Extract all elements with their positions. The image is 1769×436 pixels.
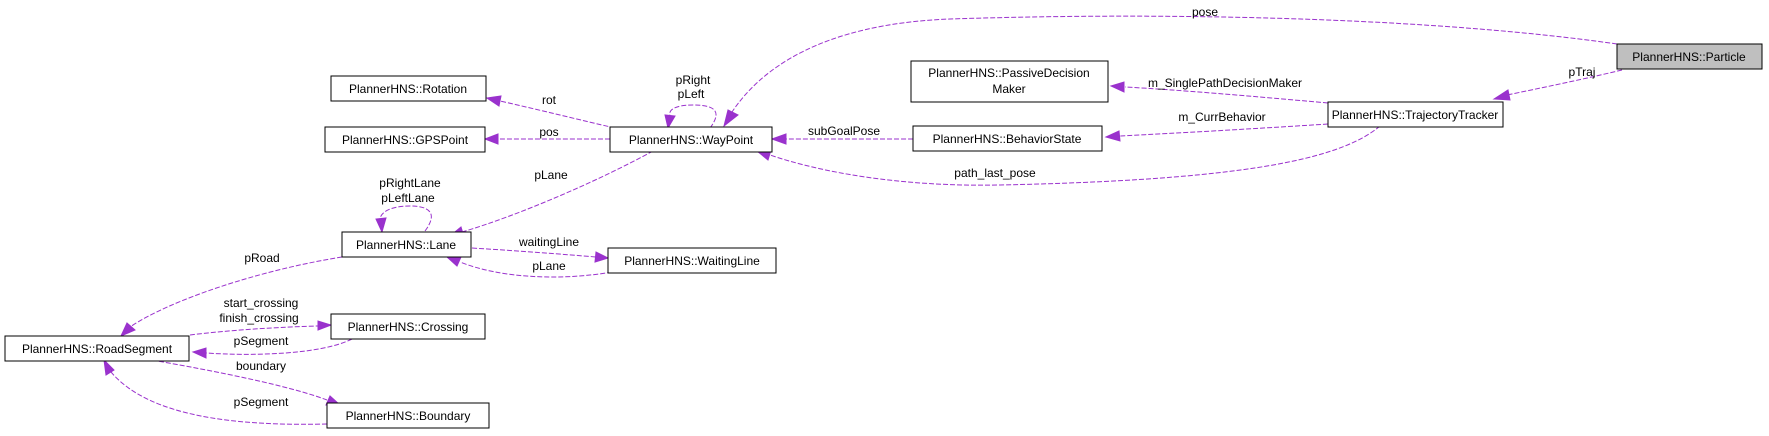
node-passive-decision-maker[interactable]: PlannerHNS::PassiveDecision Maker (910, 60, 1109, 103)
edge-label-start-crossing: start_crossing (224, 296, 299, 310)
edge-label-plane-waitingline: pLane (532, 259, 566, 273)
edge-label-finish-crossing: finish_crossing (219, 311, 298, 325)
node-boundary[interactable]: PlannerHNS::Boundary (326, 402, 490, 429)
edge-label-boundary: boundary (236, 359, 286, 373)
svg-text:PlannerHNS::RoadSegment: PlannerHNS::RoadSegment (22, 342, 173, 356)
edge-psegment-boundary: pSegment (103, 358, 328, 425)
svg-text:PlannerHNS::Boundary: PlannerHNS::Boundary (346, 409, 471, 423)
svg-text:PlannerHNS::BehaviorState: PlannerHNS::BehaviorState (933, 132, 1082, 146)
edge-psegment-crossing: pSegment (191, 334, 353, 359)
edge-ptraj: pTraj (1492, 65, 1623, 101)
node-waiting-line[interactable]: PlannerHNS::WaitingLine (607, 247, 777, 274)
node-behavior-state[interactable]: PlannerHNS::BehaviorState (912, 125, 1103, 152)
edge-crossing: start_crossing finish_crossing (189, 296, 333, 336)
svg-text:PlannerHNS::PassiveDecision: PlannerHNS::PassiveDecision (928, 66, 1089, 80)
edge-label-curr-behavior: m_CurrBehavior (1178, 110, 1265, 124)
edge-path-last-pose: path_last_pose (755, 125, 1381, 186)
edge-label-pleft-lane: pLeftLane (381, 191, 435, 205)
node-trajectory-tracker[interactable]: PlannerHNS::TrajectoryTracker (1327, 101, 1504, 128)
edge-label-rot: rot (542, 93, 557, 107)
edge-label-waiting-line: waitingLine (518, 235, 579, 249)
edge-label-pright-lane: pRightLane (379, 176, 441, 190)
svg-text:PlannerHNS::Rotation: PlannerHNS::Rotation (349, 82, 467, 96)
edge-label-pright: pRight (676, 73, 711, 87)
edge-pos: pos (483, 125, 610, 145)
node-road-segment[interactable]: PlannerHNS::RoadSegment (4, 335, 190, 362)
edge-label-pose: pose (1192, 5, 1218, 19)
edge-label-proad: pRoad (244, 251, 279, 265)
edge-waiting-line: waitingLine (471, 235, 610, 263)
node-rotation[interactable]: PlannerHNS::Rotation (330, 75, 487, 102)
edge-label-ptraj: pTraj (1569, 65, 1596, 79)
edge-self-loop-lane: pRightLane pLeftLane (375, 176, 441, 234)
node-waypoint[interactable]: PlannerHNS::WayPoint (609, 126, 773, 153)
edge-label-pos: pos (539, 125, 558, 139)
edge-subgoal: subGoalPose (770, 124, 913, 145)
edge-label-subgoal: subGoalPose (808, 124, 880, 138)
svg-text:PlannerHNS::Crossing: PlannerHNS::Crossing (348, 320, 469, 334)
svg-text:Maker: Maker (992, 82, 1025, 96)
node-lane[interactable]: PlannerHNS::Lane (341, 231, 472, 258)
svg-text:PlannerHNS::Particle: PlannerHNS::Particle (1632, 50, 1746, 64)
edge-plane-waypoint: pLane (448, 150, 654, 238)
edge-label-psegment-boundary: pSegment (234, 395, 289, 409)
svg-text:PlannerHNS::Lane: PlannerHNS::Lane (356, 238, 456, 252)
edge-pose: pose (723, 5, 1618, 128)
edge-label-psegment-crossing: pSegment (234, 334, 289, 348)
edge-rot: rot (485, 93, 616, 129)
edge-single-path: m_SinglePathDecisionMaker (1109, 76, 1329, 104)
svg-text:PlannerHNS::WaitingLine: PlannerHNS::WaitingLine (624, 254, 760, 268)
edge-label-pleft: pLeft (678, 87, 705, 101)
svg-text:PlannerHNS::WayPoint: PlannerHNS::WayPoint (629, 133, 754, 147)
node-gps-point[interactable]: PlannerHNS::GPSPoint (324, 126, 486, 153)
edge-label-path-last-pose: path_last_pose (954, 166, 1036, 180)
svg-text:PlannerHNS::GPSPoint: PlannerHNS::GPSPoint (342, 133, 469, 147)
edge-label-single-path: m_SinglePathDecisionMaker (1148, 76, 1302, 90)
edge-plane-waitingline: pLane (445, 256, 613, 278)
edge-proad: pRoad (120, 251, 343, 337)
edge-self-loop-waypoint: pRight pLeft (664, 73, 717, 130)
edge-curr-behavior: m_CurrBehavior (1104, 110, 1329, 142)
edge-label-plane-waypoint: pLane (534, 168, 568, 182)
svg-text:PlannerHNS::TrajectoryTracker: PlannerHNS::TrajectoryTracker (1332, 108, 1499, 122)
node-crossing[interactable]: PlannerHNS::Crossing (330, 313, 486, 340)
node-particle[interactable]: PlannerHNS::Particle (1616, 43, 1763, 70)
